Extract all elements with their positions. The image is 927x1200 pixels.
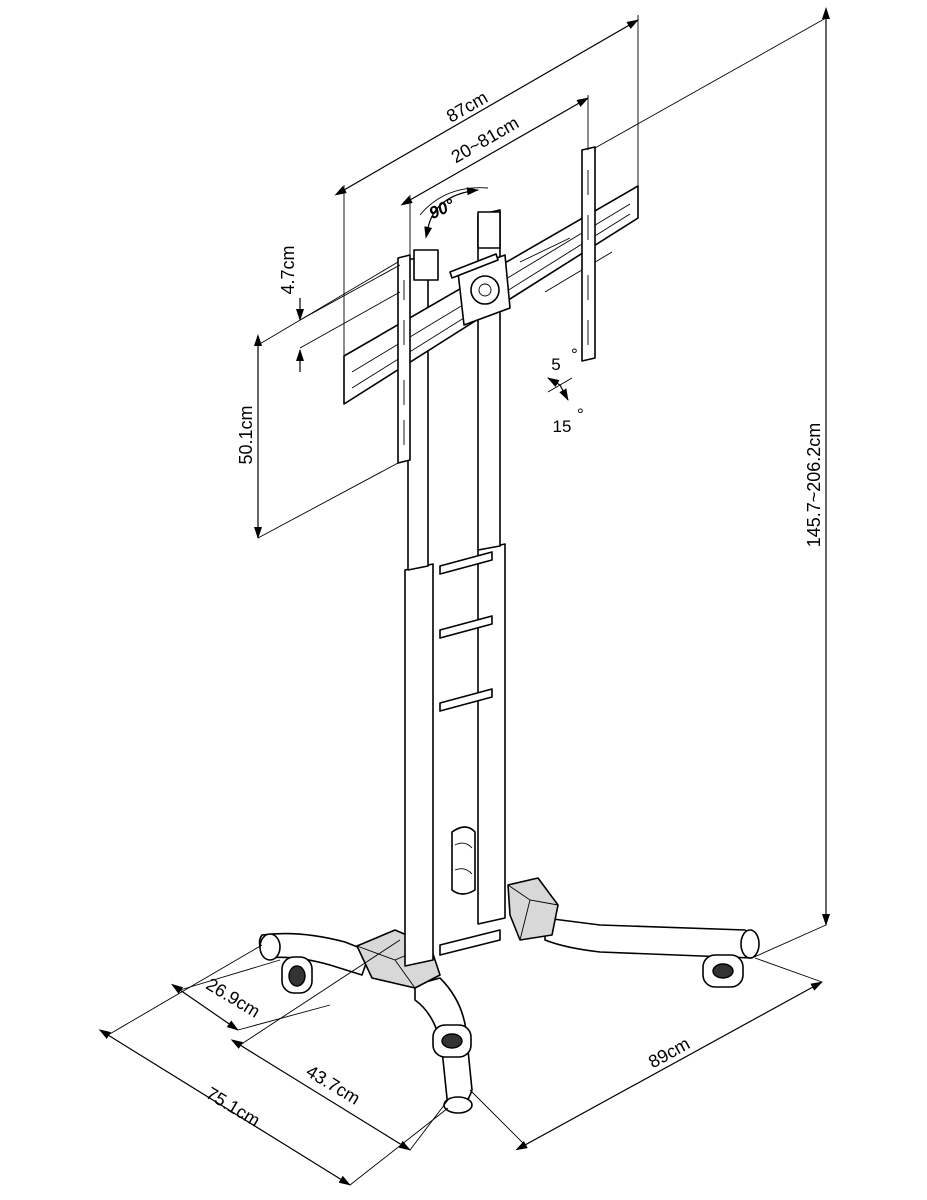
dim-line-bracket-width <box>400 97 589 206</box>
label-top-width: 87cm <box>443 87 491 126</box>
tilt-arrow-icon <box>547 377 573 401</box>
dim-line-caster-offset <box>170 983 239 1031</box>
label-leg-front: 43.7cm <box>303 1061 364 1109</box>
label-tilt-up: 5 <box>551 355 560 374</box>
label-bracket-height: 50.1cm <box>236 405 256 464</box>
bracket-right <box>581 146 596 362</box>
column-upper-left <box>407 254 429 571</box>
dimension-lines <box>98 7 830 1186</box>
column-cap-right <box>477 211 501 249</box>
column-lower-right <box>477 543 506 925</box>
rotate-arrow-icon <box>424 187 479 239</box>
dim-line-base-depth <box>98 1029 351 1186</box>
label-caster-offset: 26.9cm <box>203 974 264 1022</box>
bracket-left <box>397 254 411 464</box>
dim-line-leg-front <box>230 1039 411 1151</box>
cable-clip <box>451 826 476 895</box>
label-total-height: 145.7~206.2cm <box>804 423 824 548</box>
caster-front <box>432 1024 472 1058</box>
column-cap-left <box>413 249 439 281</box>
column-lower-left <box>404 563 434 967</box>
stand-structure <box>258 146 760 1114</box>
center-plate-pivot <box>470 275 500 305</box>
label-tilt-down-degree: ° <box>577 405 584 424</box>
base-leg-left <box>258 932 371 976</box>
label-bracket-offset: 4.7cm <box>278 245 298 294</box>
base-hub-rear <box>507 877 559 941</box>
label-tilt-down: 15 <box>553 417 572 436</box>
caster-right <box>702 954 744 988</box>
label-tilt-up-degree: ° <box>571 345 578 364</box>
dim-line-base-width <box>515 981 823 1151</box>
caster-left <box>281 956 313 994</box>
cross-braces <box>439 551 501 956</box>
base-leg-right <box>544 917 760 959</box>
label-base-depth: 75.1cm <box>203 1083 264 1131</box>
